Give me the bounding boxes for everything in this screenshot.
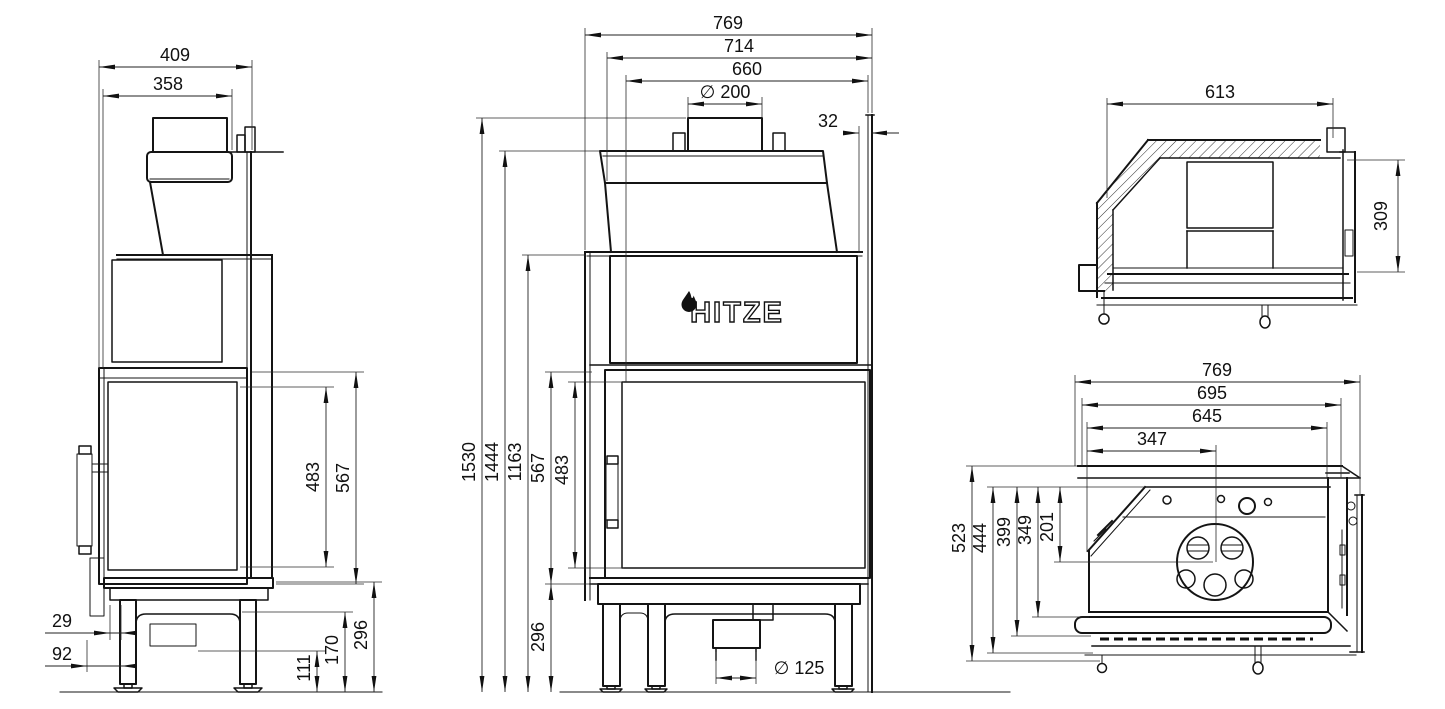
front-door-handle [605,455,619,529]
plan-view: 769 695 645 347 523 444 399 [949,360,1365,675]
dim-plan-overall-width: 769 [1202,360,1232,380]
dim-front-overall-width: 769 [713,13,743,33]
dim-plan-flue-center-x: 347 [1137,429,1167,449]
dim-side-arch-height: 111 [294,654,314,681]
dim-front-overall-height: 1530 [459,442,479,482]
air-grille [1186,161,1274,269]
dim-front-plinth-height: 296 [528,622,548,652]
dim-front-body-height: 1163 [505,443,525,482]
side-adjustable-feet [113,683,263,693]
side-view-dimensions: 409 358 483 567 29 92 [45,45,382,692]
dim-plan-body-width: 695 [1197,383,1227,403]
dim-plan-front-bar-depth: 399 [994,517,1014,547]
dim-side-hood-depth: 358 [153,74,183,94]
dim-plan-overall-depth: 523 [949,523,969,553]
dim-side-door-height: 567 [333,463,353,493]
dim-side-plinth-height: 296 [351,620,371,650]
dim-side-leg-inset: 92 [52,644,72,664]
dim-section-inner-width: 613 [1205,82,1235,102]
side-view: 409 358 483 567 29 92 [45,45,383,693]
plan-handle-knobs [1096,645,1264,675]
dim-side-overall-depth: 409 [160,45,190,65]
section-view: 613 309 [1078,82,1405,329]
plan-outer-frame [1349,494,1365,653]
dim-front-air-inlet-diameter: ∅ 125 [774,658,825,678]
dim-front-flue-diameter: ∅ 200 [700,82,751,102]
dim-front-rear-offset: 32 [818,111,838,131]
dim-front-glass-height: 483 [552,455,572,485]
dim-front-body-width: 714 [724,36,754,56]
dim-section-firebox-depth: 309 [1371,201,1391,231]
flame-icon [681,291,697,313]
section-view-outline [1078,127,1358,329]
front-adjustable-feet [599,685,855,693]
section-door-handle [1259,304,1271,329]
dim-front-glass-width: 660 [732,59,762,79]
door-latch [1078,264,1110,325]
front-view-dimensions: 769 714 660 ∅ 200 32 1530 1444 [459,13,899,692]
brand-logo: HITZE [681,291,784,330]
front-view-outline: HITZE [559,114,1011,693]
dim-plan-front-frame-depth: 444 [970,523,990,553]
dim-front-door-height: 567 [528,453,548,483]
plan-view-dimensions: 769 695 645 347 523 444 399 [949,360,1361,662]
dim-side-base-inset: 29 [52,611,72,631]
side-door-handle [76,445,109,555]
plan-side-door-edge [1325,472,1358,633]
plan-view-outline [1074,464,1365,675]
side-view-outline [59,117,383,693]
dim-front-hood-height: 1444 [482,442,502,482]
dim-plan-flue-center-y: 201 [1037,512,1057,542]
section-view-dimensions: 613 309 [1106,82,1405,273]
dim-side-plinth-opening-height: 170 [322,635,342,665]
dim-plan-plate-depth: 349 [1015,515,1035,545]
dim-plan-inner-width: 645 [1192,406,1222,426]
dim-side-glass-height: 483 [303,462,323,492]
brand-logo-text: HITZE [690,297,784,329]
front-view: HITZE [459,13,1011,693]
